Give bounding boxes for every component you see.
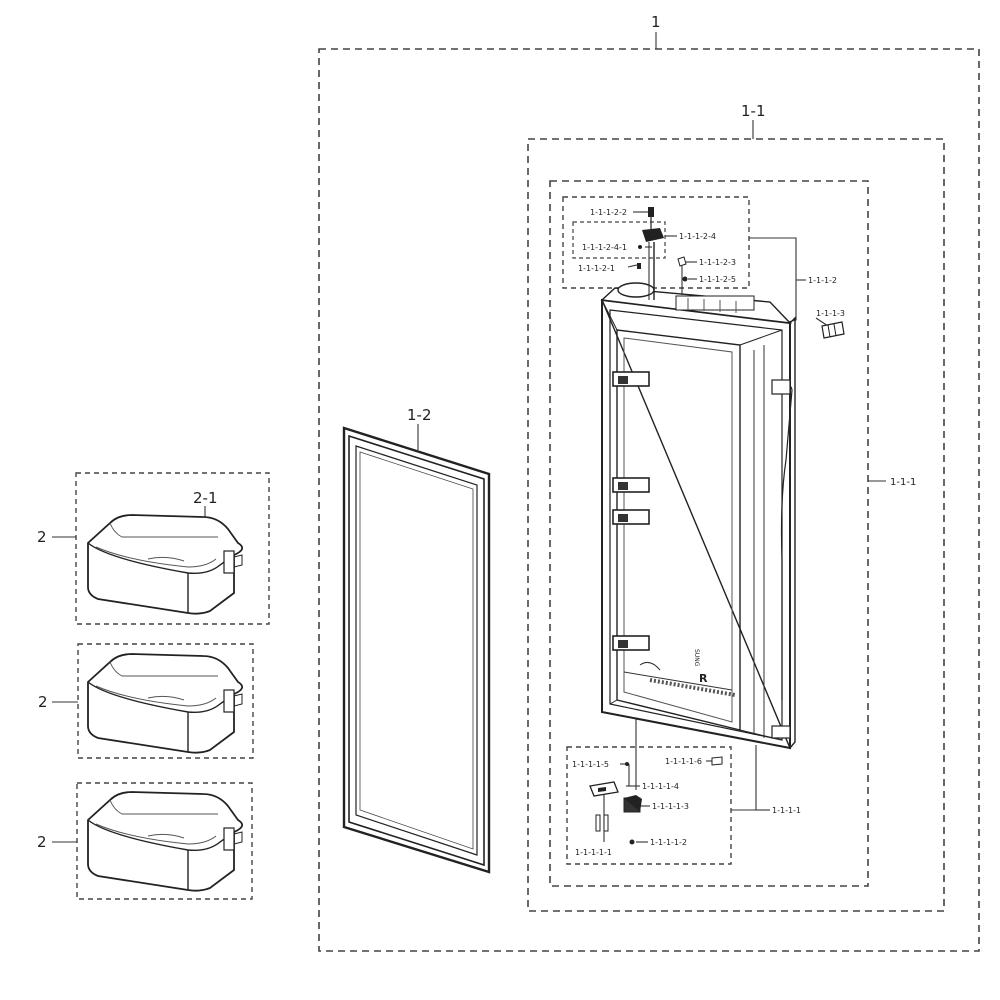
label-hinge-screw-a: 1-1-1-2-3 <box>699 258 736 267</box>
label-bottom-screw: 1-1-1-1-5 <box>572 760 609 769</box>
door-side-mark: R <box>699 672 708 685</box>
label-hinge-screw-b: 1-1-1-2-5 <box>699 275 736 284</box>
label-door-foam: 1-1-1 <box>890 477 916 488</box>
label-gasket: 1-2 <box>407 406 432 424</box>
label-guard-set-2: 2 <box>38 693 48 711</box>
label-hinge-cap: 1-1-1-2-4 <box>679 232 716 241</box>
top-hinge-parts <box>637 207 688 300</box>
door-guard-3 <box>87 791 244 892</box>
label-guard: 2-1 <box>193 489 218 507</box>
group-box-hinge-pin <box>572 221 666 259</box>
door-guard-2 <box>87 653 244 754</box>
group-box-1 <box>318 48 980 952</box>
group-box-hinge <box>562 196 750 289</box>
group-box-guard-1 <box>75 472 270 625</box>
side-clip <box>821 321 845 339</box>
group-box-guard-3 <box>76 782 253 900</box>
bottom-hinge-parts <box>589 756 723 845</box>
label-hinge-pin: 1-1-1-2-4-1 <box>582 243 627 252</box>
label-hinge-top: 1-1-1-2-2 <box>590 208 627 217</box>
label-door-assembly: 1-1 <box>741 102 766 120</box>
group-box-bottom-hinge <box>566 746 732 865</box>
label-guard-set-3: 2 <box>37 833 47 851</box>
door-foam-assembly: SUNG R <box>600 282 796 750</box>
door-gasket <box>342 426 491 874</box>
label-side-clip: 1-1-1-3 <box>816 309 845 318</box>
label-guard-set-1: 2 <box>37 528 47 546</box>
label-bottom-pin: 1-1-1-1-2 <box>650 838 687 847</box>
door-brand-text: SUNG <box>693 649 700 667</box>
label-bottom-bushing: 1-1-1-1-1 <box>575 848 612 857</box>
label-hinge-washer: 1-1-1-2-1 <box>578 264 615 273</box>
door-guard-1 <box>87 514 244 615</box>
group-box-1-1-1 <box>549 180 869 887</box>
label-hinge-group: 1-1-1-2 <box>808 276 837 285</box>
label-assembly: 1 <box>651 13 661 31</box>
group-box-1-1 <box>527 138 945 912</box>
label-bottom-hinge: 1-1-1-1-3 <box>652 802 689 811</box>
label-bottom-bolt: 1-1-1-1-6 <box>665 757 702 766</box>
label-bottom-group: 1-1-1-1 <box>772 806 801 815</box>
label-bottom-bracket: 1-1-1-1-4 <box>642 782 679 791</box>
leader-lines <box>52 32 886 843</box>
